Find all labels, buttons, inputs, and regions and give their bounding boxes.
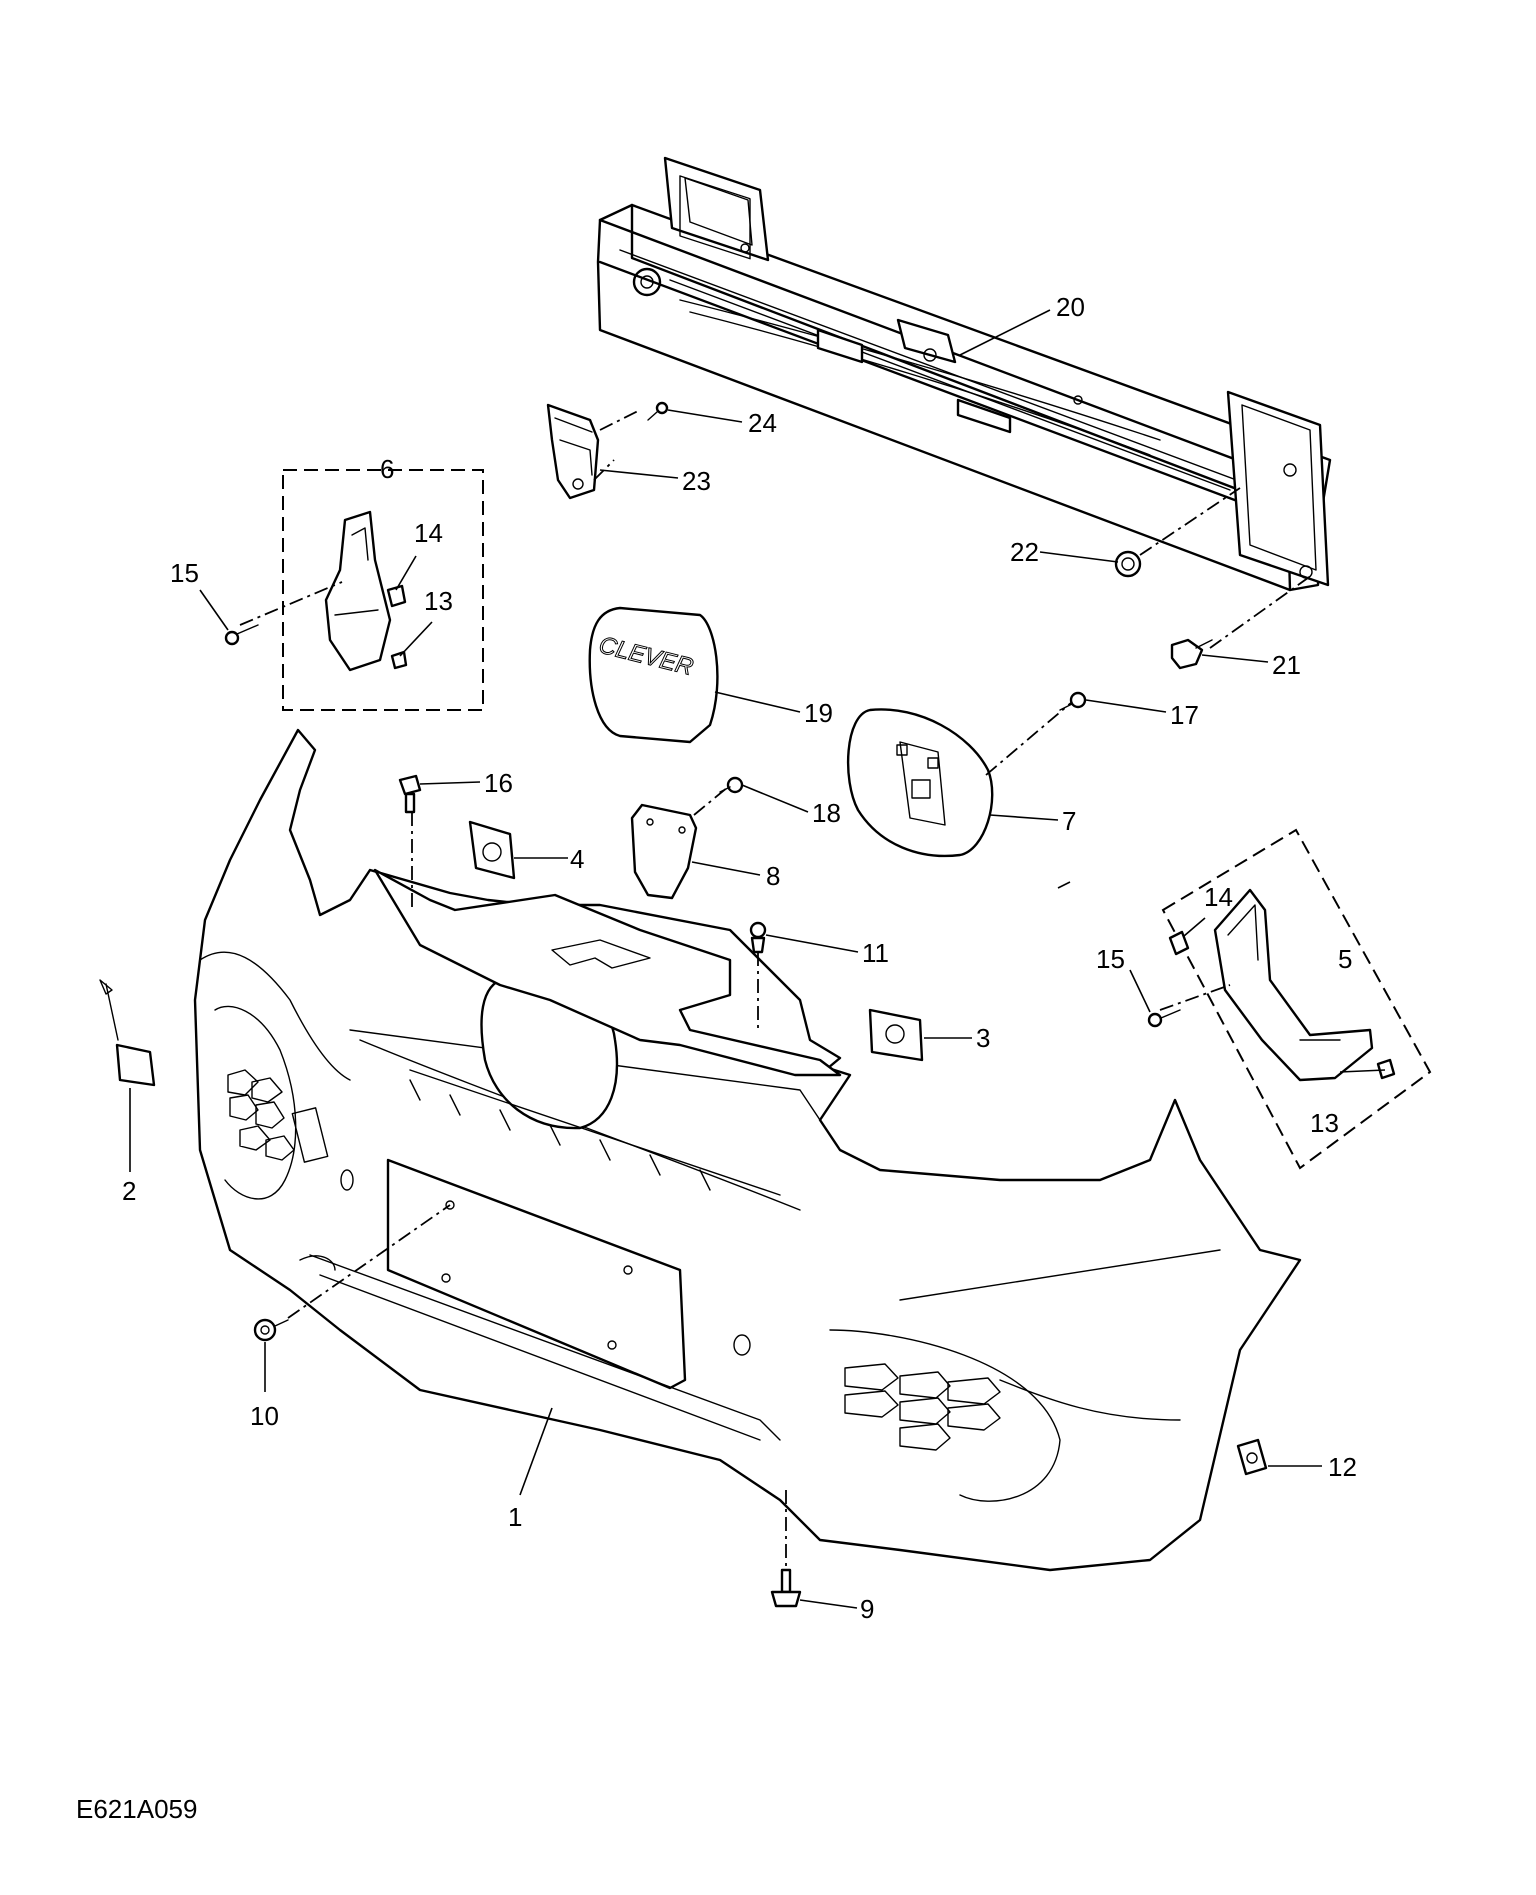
clip-nut: [1236, 1438, 1268, 1476]
callout-14-left: 14: [414, 518, 443, 548]
bracket: [546, 403, 600, 500]
callout-7: 7: [1062, 806, 1076, 836]
right-bracket-group: [1147, 828, 1432, 1170]
bumper-cover: [193, 728, 1302, 1572]
callout-6: 6: [380, 454, 394, 484]
plug: [253, 1318, 289, 1342]
callout-22: 22: [1010, 537, 1039, 567]
leader-lines: [129, 309, 1386, 1609]
callout-13-left: 13: [424, 586, 453, 616]
drawing-code: E621A059: [76, 1794, 197, 1824]
callout-17: 17: [1170, 700, 1199, 730]
push-clip: [749, 921, 767, 954]
callout-11: 11: [862, 938, 889, 968]
callout-2: 2: [122, 1176, 136, 1206]
callout-24: 24: [748, 408, 777, 438]
callout-9: 9: [860, 1594, 874, 1624]
callout-1: 1: [508, 1502, 522, 1532]
callout-3: 3: [976, 1023, 990, 1053]
emblem-plate: [846, 708, 994, 858]
callout-5: 5: [1338, 944, 1352, 974]
mounting-pad: [630, 803, 698, 900]
tow-eye-cover-left: [468, 820, 516, 880]
callout-18: 18: [812, 798, 841, 828]
callout-23: 23: [682, 466, 711, 496]
cover-clip: [99, 979, 156, 1087]
screw-17: [1059, 691, 1087, 711]
callout-20: 20: [1056, 292, 1085, 322]
callout-12: 12: [1328, 1452, 1357, 1482]
callout-19: 19: [804, 698, 833, 728]
nut: [1114, 550, 1142, 578]
bolt: [1170, 638, 1213, 670]
bolt-16: [398, 774, 422, 814]
callout-8: 8: [766, 861, 780, 891]
callout-14-right: 14: [1204, 882, 1233, 912]
callout-15-right: 15: [1096, 944, 1125, 974]
callout-16: 16: [484, 768, 513, 798]
screw: [647, 401, 669, 421]
callout-13-right: 13: [1310, 1108, 1339, 1138]
tow-eye-cover-right: [868, 1008, 924, 1062]
bolt-9: [770, 1568, 802, 1608]
clever-badge: CLEVER: [588, 606, 719, 744]
callout-labels: 1 2 3 4 5 6 7 8 9 10 11 12 13 13 14 14 1…: [122, 292, 1357, 1624]
callout-10: 10: [250, 1401, 279, 1431]
bumper-reinforcement-beam: [596, 156, 1332, 592]
callout-15-left: 15: [170, 558, 199, 588]
callout-4: 4: [570, 844, 584, 874]
callout-21: 21: [1272, 650, 1301, 680]
